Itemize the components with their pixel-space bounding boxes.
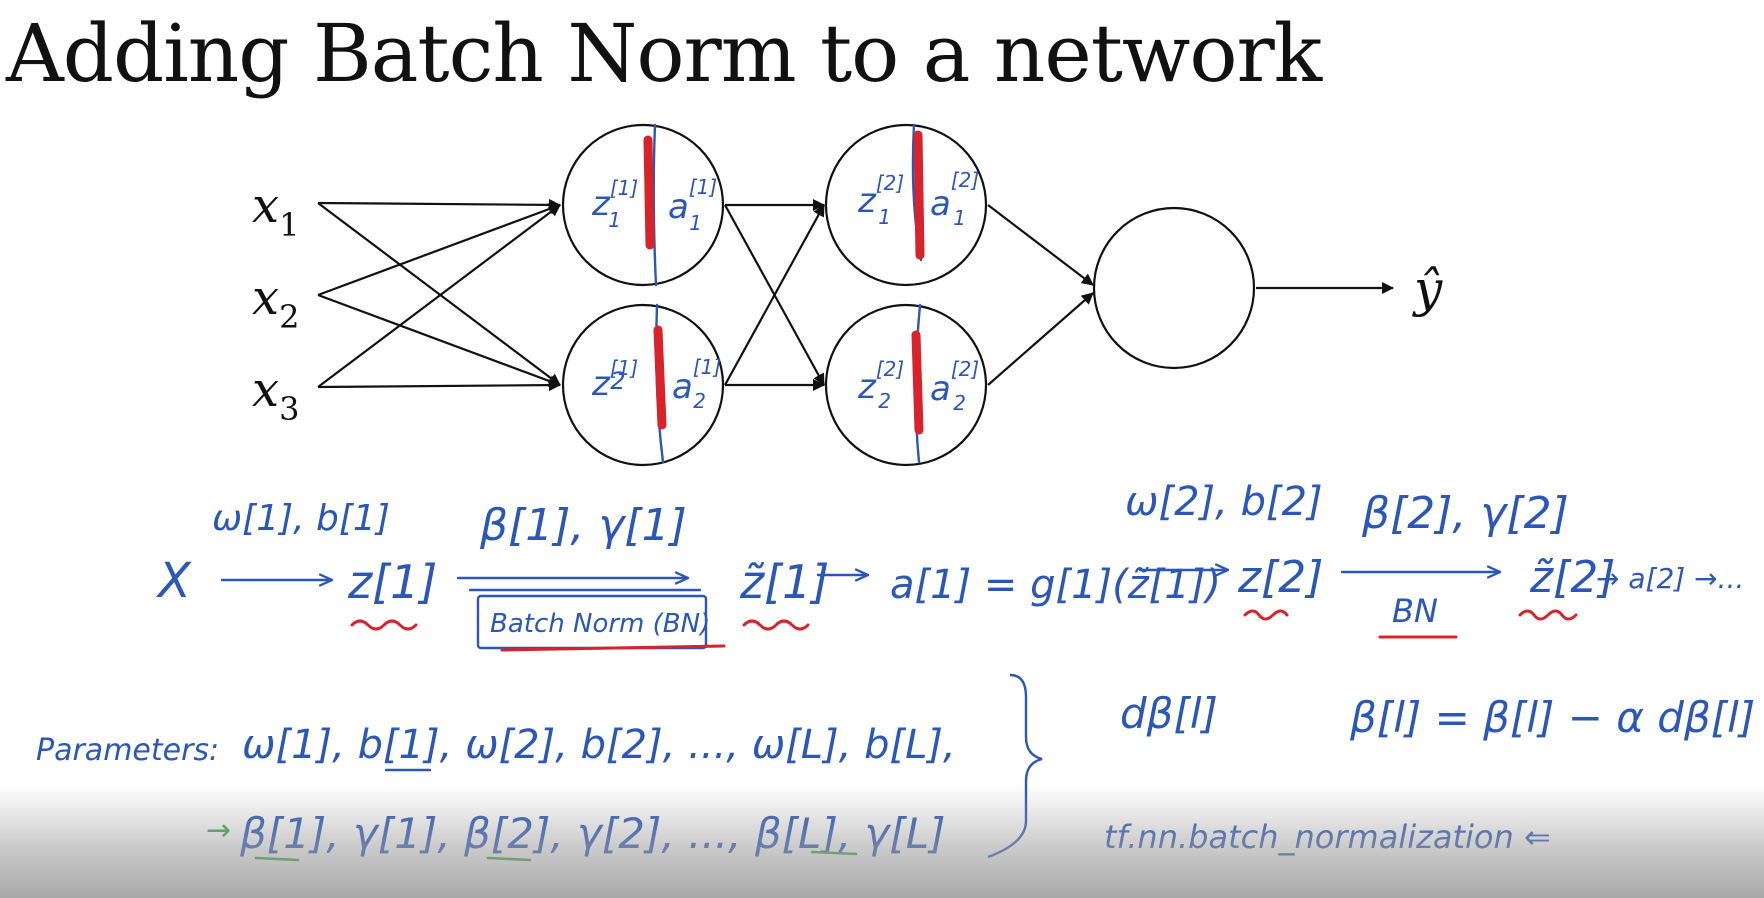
parameters-section: Parameters: ω[1], b[1], ω[2], b[2], ...,… bbox=[36, 673, 1755, 862]
neuron-circle bbox=[824, 303, 988, 467]
parameters-row2: β[1], γ[1], β[2], γ[2], ..., β[L], γ[L] bbox=[239, 809, 946, 858]
pipeline-a2: → a[2] →... bbox=[1596, 562, 1744, 595]
node-a-label: a[1]1 bbox=[668, 175, 717, 235]
pipeline-z2: z[2] bbox=[1237, 552, 1323, 603]
output-node bbox=[1092, 206, 1256, 370]
parameters-row1: ω[1], b[1], ω[2], b[2], ..., ω[L], b[L], bbox=[242, 722, 956, 768]
pipeline-beta1-gamma1: β[1], γ[1] bbox=[479, 500, 687, 551]
output-yhat: ŷ bbox=[1412, 260, 1443, 318]
input-x1: x1 bbox=[252, 178, 299, 244]
node-z-label: z[2]1 bbox=[857, 171, 904, 229]
neuron-circle bbox=[561, 123, 725, 287]
red-squiggle-z2 bbox=[1243, 609, 1289, 621]
node-a-label: a[1]2 bbox=[672, 355, 721, 413]
edge-x3-n11 bbox=[317, 204, 561, 388]
input-labels: x1 x2 x3 bbox=[252, 178, 299, 428]
node-z-label: z[1]2 bbox=[591, 356, 638, 404]
layer2-node-2: z[2]2 a[2]2 bbox=[824, 303, 988, 467]
edge-n21-out bbox=[987, 204, 1094, 286]
pipeline-bn2-label: BN bbox=[1392, 592, 1438, 630]
node-a-label: a[2]2 bbox=[930, 357, 979, 415]
green-arrow-mark: → bbox=[206, 813, 231, 848]
pipeline-w1b1: ω[1], b[1] bbox=[212, 498, 390, 539]
blue-split-line bbox=[652, 123, 658, 287]
pipeline-z1-tilde: z̃[1] bbox=[739, 555, 829, 609]
neuron-circle bbox=[824, 123, 988, 287]
tf-batch-normalization: tf.nn.batch_normalization ⇐ bbox=[1104, 818, 1551, 856]
parameters-brace bbox=[987, 673, 1043, 859]
edge-x1-n12 bbox=[317, 202, 561, 386]
edge-x1-n11 bbox=[317, 198, 561, 211]
layer2-node-1: z[2]1 a[2]1 bbox=[824, 123, 988, 287]
layer1-node-1: z[1]1 a[1]1 bbox=[561, 123, 725, 287]
node-z-label: z[1]1 bbox=[591, 176, 638, 232]
slide-title: Adding Batch Norm to a network bbox=[6, 7, 1322, 100]
green-mark-beta1 bbox=[254, 856, 300, 862]
red-split-line bbox=[653, 325, 667, 430]
d-beta-label: dβ[l] bbox=[1120, 689, 1218, 738]
red-underline-bn bbox=[500, 644, 726, 652]
beta-update-rule: β[l] = β[l] − α dβ[l] bbox=[1349, 693, 1755, 742]
layer1-node-2: z[1]2 a[1]2 bbox=[561, 303, 725, 467]
red-split-line bbox=[643, 135, 655, 250]
pipeline-z1: z[1] bbox=[347, 555, 437, 609]
green-mark-beta2 bbox=[486, 856, 532, 862]
pipeline-w2b2: ω[2], b[2] bbox=[1125, 479, 1323, 525]
input-x3: x3 bbox=[252, 362, 299, 428]
pipeline-z2-tilde: z̃[2] bbox=[1529, 552, 1615, 603]
pipeline-row: X ω[1], b[1] z[1] β[1], γ[1] Batch Norm … bbox=[155, 479, 1744, 652]
red-squiggle-z2-tilde bbox=[1518, 609, 1578, 621]
node-z-label: z[2]2 bbox=[857, 357, 904, 413]
pipeline-beta2-gamma2: β[2], γ[2] bbox=[1361, 488, 1569, 539]
parameters-label: Parameters: bbox=[36, 733, 219, 768]
hidden-edges bbox=[724, 199, 1394, 391]
input-edges bbox=[317, 198, 561, 392]
edge-x3-n12 bbox=[317, 379, 561, 392]
red-squiggle-z1 bbox=[350, 619, 418, 631]
edge-n22-out bbox=[987, 292, 1094, 386]
batch-norm-label: Batch Norm (BN) bbox=[490, 609, 710, 639]
input-x2: x2 bbox=[252, 270, 299, 336]
node-a-label: a[2]1 bbox=[930, 168, 979, 230]
edge-x2-n11 bbox=[317, 203, 561, 297]
neuron-circle bbox=[561, 303, 725, 467]
red-split-line bbox=[913, 130, 925, 260]
red-squiggle-z1-tilde bbox=[742, 619, 810, 631]
edge-x2-n12 bbox=[317, 293, 561, 387]
pipeline-x: X bbox=[155, 553, 192, 609]
red-split-line bbox=[911, 330, 924, 435]
edge-n12-n21 bbox=[724, 204, 825, 386]
